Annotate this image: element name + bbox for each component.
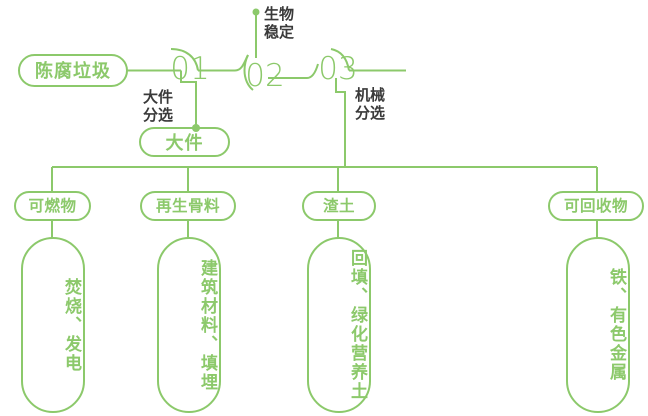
branch-pill-label-1: 可燃物 [28,198,77,215]
branch-pill-label-2: 再生骨料 [155,198,220,215]
branch-pill-label-4: 可回收物 [563,198,628,215]
detail-box-outline-2 [157,237,221,413]
detail-box-outline-4 [566,237,630,413]
stage3-branch-down [335,78,346,167]
stage3-arc [330,48,350,71]
stage2-arc-top [243,54,249,71]
bulky-pill-label: 大件 [165,133,204,153]
detail-box-label-4: 铁、有色金属 [607,268,626,382]
stage-number-01: 01 [170,51,210,87]
stage2-arc-bottom [243,70,254,91]
stage2-annotation-dot [252,8,260,16]
stage-annotation-02: 生物稳定 [264,6,295,41]
stage-annotation-01: 大件分选 [142,89,173,124]
stage-number-03: 03 [318,51,358,87]
stage1-branch-down [180,70,197,128]
detail-box-label-3: 回填、绿化营养土 [348,249,367,401]
stage-number-02: 02 [245,58,285,94]
detail-box-outline-3 [307,237,371,413]
detail-box-outline-1 [21,237,85,413]
detail-box-label-2: 建筑材料、填埋 [198,258,217,392]
stage2-to-stage3-connector [267,63,319,79]
branch-pill-label-3: 渣土 [322,198,355,215]
source-pill-label: 陈腐垃圾 [35,61,111,81]
bulky-pill-outline [139,127,230,157]
detail-box-label-1: 焚烧、发电 [62,277,81,373]
stage1-arc [170,48,199,71]
stage-annotation-03: 机械分选 [355,87,386,122]
